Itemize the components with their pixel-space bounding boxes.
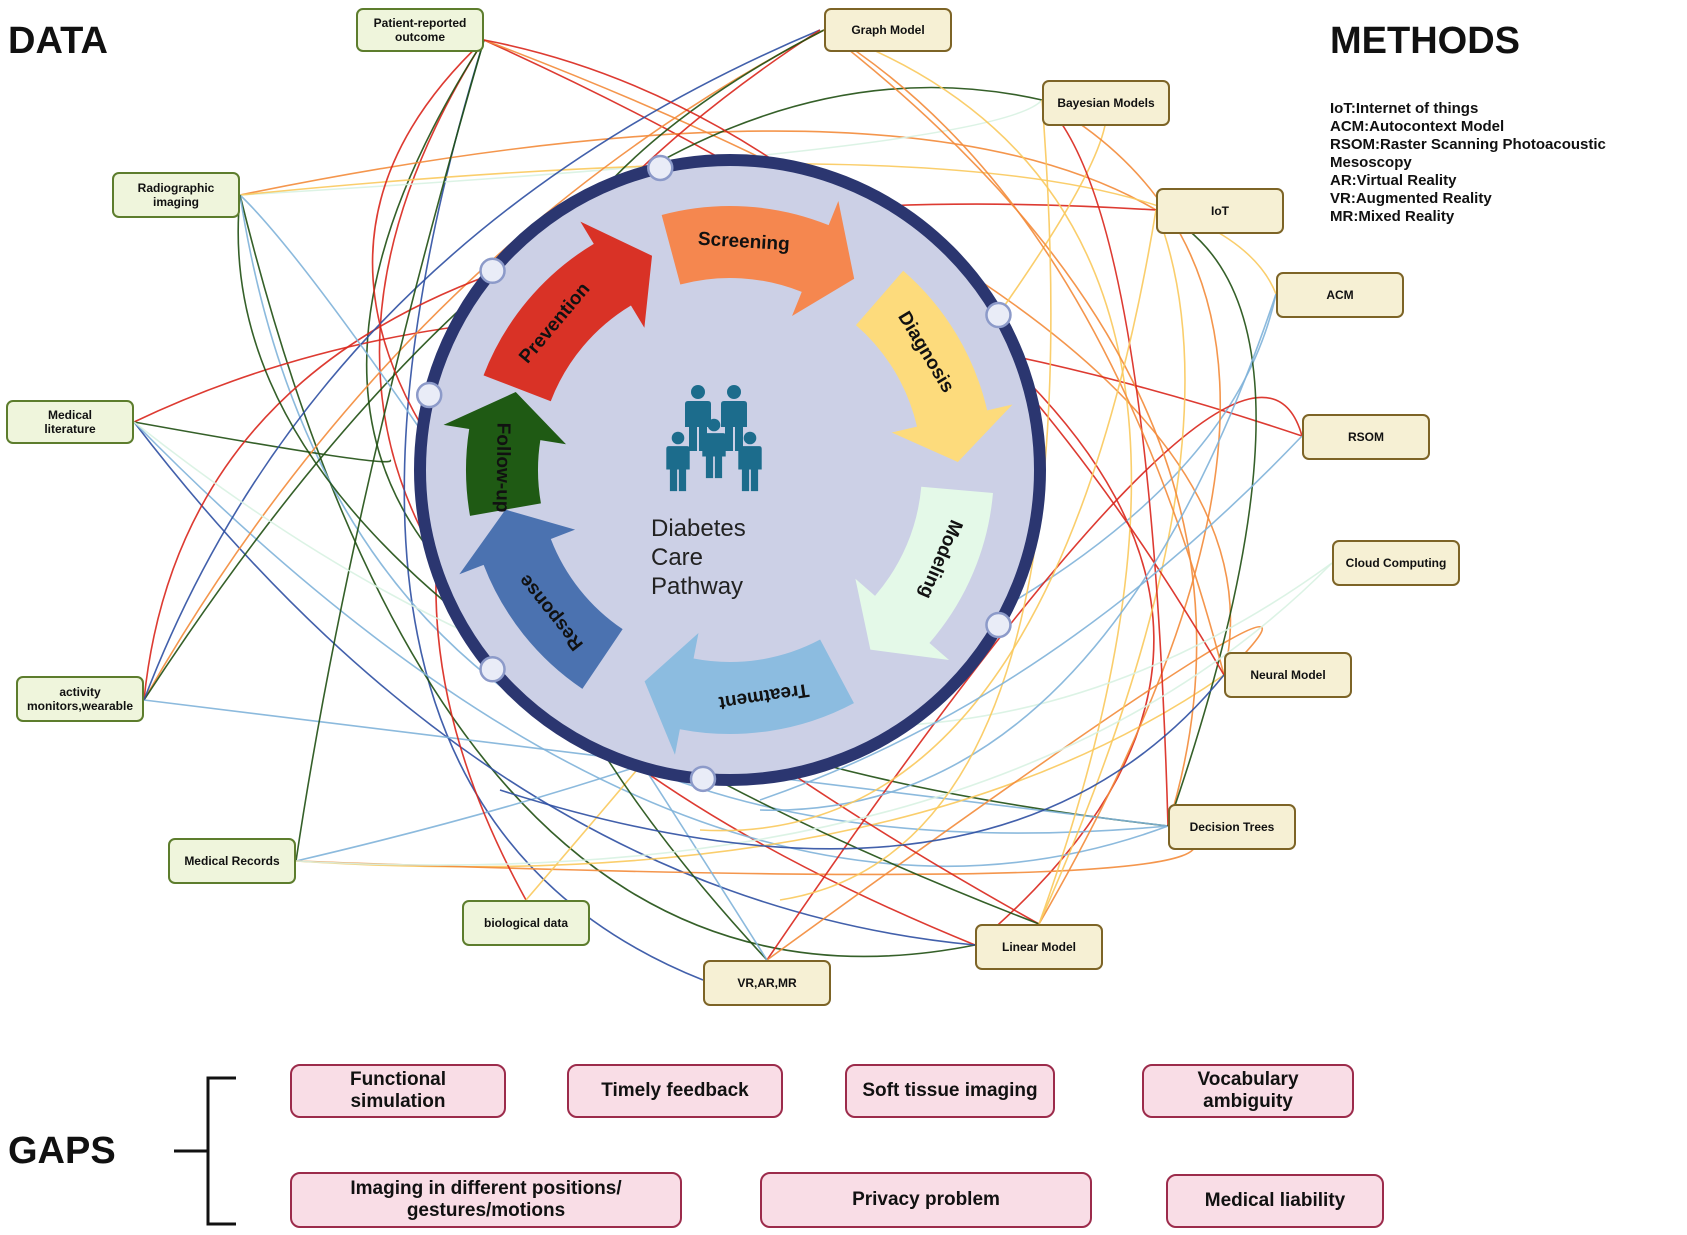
connector-line bbox=[237, 194, 1040, 925]
legend-item: MR:Mixed Reality bbox=[1330, 208, 1455, 225]
stage-arrow-prevention bbox=[483, 221, 653, 402]
connector-line bbox=[1041, 99, 1169, 827]
data-box-radiographic-imaging: Radiographic imaging bbox=[112, 172, 240, 218]
ring-node bbox=[479, 257, 506, 284]
connector-line bbox=[1038, 209, 1186, 925]
legend-item: VR:Augmented Reality bbox=[1330, 190, 1492, 207]
ring-node bbox=[985, 301, 1012, 329]
method-box-decision-trees: Decision Trees bbox=[1168, 804, 1296, 850]
connector-line bbox=[1155, 209, 1257, 827]
ring-node bbox=[647, 154, 674, 182]
method-box-rsom: RSOM bbox=[1302, 414, 1430, 460]
connector-line bbox=[295, 39, 485, 862]
stage-arrow-screening bbox=[661, 201, 855, 317]
connector-line bbox=[143, 29, 821, 701]
connector-line bbox=[779, 99, 1052, 901]
connector-line bbox=[239, 130, 1157, 211]
method-box-linear-model: Linear Model bbox=[975, 924, 1103, 970]
ring-node bbox=[985, 611, 1012, 639]
gap-box-imaging-positions: Imaging in different positions/ gestures… bbox=[290, 1172, 682, 1228]
connector-line bbox=[133, 421, 1169, 867]
connector-line bbox=[483, 39, 1232, 676]
person-icon bbox=[702, 418, 726, 479]
connector-line bbox=[133, 421, 392, 463]
connector-line bbox=[143, 29, 825, 701]
stage-arrow-diagnosis bbox=[855, 270, 1013, 463]
connector-line bbox=[823, 29, 1198, 827]
data-heading: DATA bbox=[8, 20, 108, 62]
connector-line bbox=[823, 29, 1133, 925]
data-box-medical-literature: Medical literature bbox=[6, 400, 134, 444]
connector-line bbox=[239, 162, 1277, 295]
gap-box-functional-simulation: Functional simulation bbox=[290, 1064, 506, 1118]
legend-item: RSOM:Raster Scanning Photoacoustic Mesos… bbox=[1330, 136, 1606, 171]
gap-box-privacy-problem: Privacy problem bbox=[760, 1172, 1092, 1228]
gap-box-medical-liability: Medical liability bbox=[1166, 1174, 1384, 1228]
method-box-bayesian-models: Bayesian Models bbox=[1042, 80, 1170, 126]
method-box-neural-model: Neural Model bbox=[1224, 652, 1352, 698]
legend-item: ACM:Autocontext Model bbox=[1330, 118, 1505, 135]
method-box-graph-model: Graph Model bbox=[824, 8, 952, 52]
data-box-medical-records: Medical Records bbox=[168, 838, 296, 884]
gaps-heading: GAPS bbox=[8, 1130, 116, 1172]
ring-node bbox=[479, 656, 506, 683]
methods-heading: METHODS bbox=[1330, 20, 1520, 62]
stage-arrow-follow-up bbox=[443, 392, 567, 516]
center-title-line-3: Pathway bbox=[651, 573, 743, 600]
person-icon bbox=[721, 385, 747, 451]
stage-label-follow-up: Follow-up bbox=[492, 423, 514, 513]
gap-box-soft-tissue-imaging: Soft tissue imaging bbox=[845, 1064, 1055, 1118]
person-icon bbox=[666, 431, 690, 492]
connector-line bbox=[823, 29, 1225, 676]
data-box-patient-reported-outcome: Patient-reported outcome bbox=[356, 8, 484, 52]
people-group-icon bbox=[666, 385, 762, 492]
stage-arrow-response bbox=[459, 509, 623, 689]
data-box-biological-data: biological data bbox=[462, 900, 590, 946]
legend-item: IoT:Internet of things bbox=[1330, 100, 1479, 117]
gap-box-vocabulary-ambiguity: Vocabulary ambiguity bbox=[1142, 1064, 1354, 1118]
connector-line bbox=[699, 209, 1157, 832]
connector-line bbox=[766, 396, 1303, 961]
person-icon bbox=[738, 431, 762, 492]
connector-line bbox=[133, 421, 976, 946]
pathway-stage-arrows: PreventionScreeningDiagnosisModelingTrea… bbox=[443, 201, 1013, 755]
ring-nodes bbox=[415, 154, 1012, 793]
stage-arrow-treatment bbox=[644, 632, 854, 755]
center-title-line-2: Care bbox=[651, 544, 703, 571]
ring-node bbox=[415, 381, 443, 409]
method-box-vr-ar-mr: VR,AR,MR bbox=[703, 960, 831, 1006]
ring-node bbox=[689, 765, 717, 793]
connector-line bbox=[759, 435, 1303, 801]
connector-line bbox=[499, 674, 1225, 850]
stage-arrow-modeling bbox=[855, 486, 993, 661]
center-title-line-1: Diabetes bbox=[651, 515, 746, 542]
gap-box-timely-feedback: Timely feedback bbox=[567, 1064, 783, 1118]
method-box-acm: ACM bbox=[1276, 272, 1404, 318]
connector-line bbox=[239, 194, 976, 958]
abbreviation-legend: IoT:Internet of things ACM:Autocontext M… bbox=[1330, 100, 1687, 226]
method-box-iot: IoT bbox=[1156, 188, 1284, 234]
method-box-cloud-computing: Cloud Computing bbox=[1332, 540, 1460, 586]
connector-line bbox=[1038, 99, 1221, 925]
data-box-activity-monitors: activity monitors,wearable bbox=[16, 676, 144, 722]
legend-item: AR:Virtual Reality bbox=[1330, 172, 1457, 189]
